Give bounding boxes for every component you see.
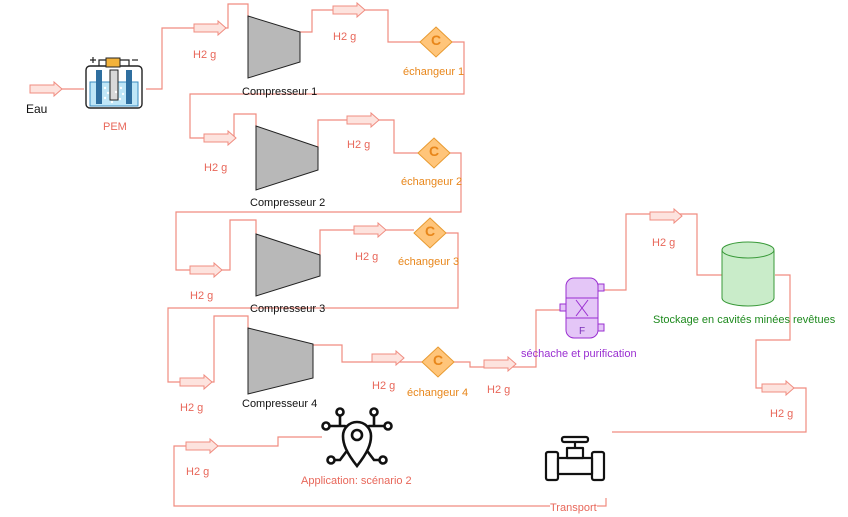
compressor-icons bbox=[247, 15, 321, 395]
exchanger-4-icon bbox=[421, 346, 455, 378]
exchanger-2-symbol: C bbox=[429, 143, 440, 159]
exchanger-3-icon bbox=[413, 217, 447, 249]
pipe-dryer-storage bbox=[598, 213, 722, 291]
exchanger-2-icon bbox=[417, 137, 451, 169]
exchanger-4-label: échangeur 4 bbox=[407, 387, 469, 399]
pipe-storage-transport bbox=[612, 274, 807, 433]
arrow-flow-6 bbox=[353, 222, 387, 238]
exchanger-4-symbol: C bbox=[433, 352, 444, 368]
arrow-flow-8 bbox=[371, 350, 405, 366]
flow-label: H2 g bbox=[193, 49, 217, 61]
flow-label: H2 g bbox=[186, 466, 210, 478]
pipe-transport-application bbox=[173, 436, 607, 507]
exchanger-icons bbox=[413, 26, 455, 378]
pipelines bbox=[56, 3, 807, 507]
compressor-3-icon bbox=[255, 233, 321, 297]
exchanger-3-symbol: C bbox=[425, 223, 436, 239]
arrow-flow-3 bbox=[203, 130, 237, 146]
pipe-ex3-comp4 bbox=[167, 232, 459, 383]
transport-label: Transport bbox=[550, 502, 597, 515]
arrow-flow-5 bbox=[189, 262, 223, 278]
dryer-label: séchache et purification bbox=[521, 348, 637, 360]
arrow-eau-input bbox=[29, 81, 63, 97]
dryer-vessel-icon bbox=[559, 277, 605, 339]
flow-label: H2 g bbox=[347, 139, 371, 151]
exchanger-1-symbol: C bbox=[431, 32, 442, 48]
pem-label: PEM bbox=[103, 121, 127, 133]
compressor-1-label: Compresseur 1 bbox=[242, 86, 318, 98]
arrow-flow-7 bbox=[179, 374, 213, 390]
pipe-comp4-ex4 bbox=[313, 344, 422, 363]
storage-tank-icon bbox=[721, 241, 775, 307]
compressor-2-icon bbox=[255, 125, 319, 191]
flow-label: H2 g bbox=[204, 162, 228, 174]
arrow-flow-4 bbox=[346, 112, 380, 128]
dryer-symbol: F bbox=[579, 326, 586, 337]
valve-icon bbox=[544, 435, 606, 482]
compressor-1-icon bbox=[247, 15, 301, 79]
flow-label: H2 g bbox=[333, 31, 357, 43]
flow-label: H2 g bbox=[355, 251, 379, 263]
input-water-label: Eau bbox=[26, 102, 48, 116]
flow-label: H2 g bbox=[652, 237, 676, 249]
pipe-comp2-ex2 bbox=[317, 119, 418, 154]
pem-electrolyzer-icon bbox=[85, 57, 143, 109]
exchanger-2-label: échangeur 2 bbox=[401, 176, 463, 188]
pipe-pem-comp1 bbox=[146, 3, 249, 90]
arrow-flow-11 bbox=[761, 380, 795, 396]
exchanger-3-label: échangeur 3 bbox=[398, 256, 460, 268]
flow-label: H2 g bbox=[180, 402, 204, 414]
compressor-4-icon bbox=[247, 327, 314, 395]
arrow-flow-12 bbox=[185, 438, 219, 454]
storage-label: Stockage en cavités minées revêtues bbox=[653, 314, 836, 326]
flow-label: H2 g bbox=[190, 290, 214, 302]
flow-label: H2 g bbox=[372, 380, 396, 392]
pipe-ex2-comp3 bbox=[175, 152, 462, 271]
flow-label: H2 g bbox=[770, 408, 794, 420]
exchanger-1-label: échangeur 1 bbox=[403, 66, 465, 78]
exchanger-1-icon bbox=[419, 26, 453, 58]
pipe-ex1-comp2 bbox=[189, 41, 465, 139]
arrow-flow-9 bbox=[483, 356, 517, 372]
compressor-4-label: Compresseur 4 bbox=[242, 398, 318, 410]
flow-label: H2 g bbox=[487, 384, 511, 396]
location-network-icon bbox=[321, 407, 393, 469]
compressor-3-label: Compresseur 3 bbox=[250, 303, 326, 315]
arrow-flow-10 bbox=[649, 208, 683, 224]
application-label: Application: scénario 2 bbox=[301, 475, 412, 487]
compressor-2-label: Compresseur 2 bbox=[250, 197, 326, 209]
arrow-flow-2 bbox=[332, 2, 366, 18]
arrow-flow-1 bbox=[193, 20, 227, 36]
